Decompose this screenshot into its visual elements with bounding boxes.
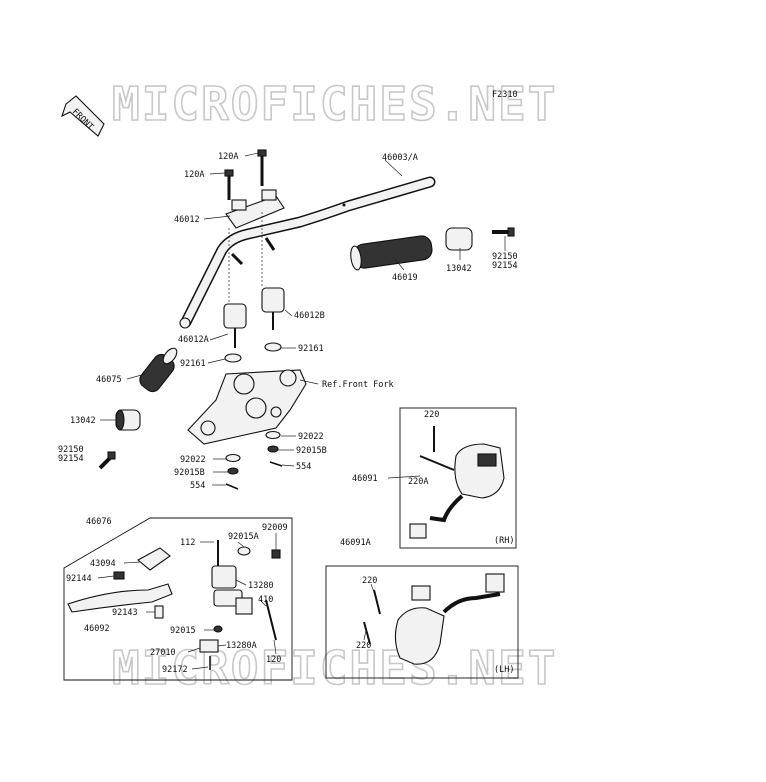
label-lever-assy: 46076 bbox=[86, 517, 112, 527]
lower-holder-left-part bbox=[223, 303, 247, 348]
pin-554-right bbox=[269, 461, 283, 467]
label-bolt-112: 112 bbox=[180, 538, 195, 548]
label-bolt-410: 410 bbox=[258, 595, 273, 605]
washer-92022-left bbox=[225, 453, 241, 463]
label-lh-panel: (LH) bbox=[494, 665, 514, 675]
rh-switch-panel bbox=[399, 407, 517, 549]
lever-holder-part bbox=[211, 565, 253, 615]
label-bolt-left-1: 92150 bbox=[58, 445, 84, 455]
holder-13280a bbox=[199, 639, 219, 653]
lever-part bbox=[67, 547, 173, 613]
lh-switch-housing-part bbox=[394, 573, 505, 665]
label-weight-left: 13042 bbox=[70, 416, 96, 426]
grip-right-part bbox=[350, 235, 433, 271]
leader-lines bbox=[97, 152, 506, 670]
label-120a-1: 120A bbox=[218, 152, 238, 162]
lower-holder-right-part bbox=[261, 287, 285, 330]
label-lever: 46092 bbox=[84, 624, 110, 634]
label-holder-left: 46012A bbox=[178, 335, 209, 345]
part-labels: 120A 120A 46003/A 46012 46019 13042 9215… bbox=[58, 152, 518, 675]
label-nut-92015b-right: 92015B bbox=[296, 446, 327, 456]
label-holder-right: 46012B bbox=[294, 311, 325, 321]
rh-screw-220a bbox=[419, 455, 455, 471]
spring-92144 bbox=[113, 571, 125, 580]
label-spring-92144: 92144 bbox=[66, 574, 92, 584]
label-grip-right: 46019 bbox=[392, 273, 418, 283]
label-washer-92022-right: 92022 bbox=[298, 432, 324, 442]
label-washer-right: 92161 bbox=[298, 344, 324, 354]
lh-screw-220-upper bbox=[373, 589, 381, 615]
label-bolt-120: 120 bbox=[266, 655, 281, 665]
bolt-92009 bbox=[271, 549, 281, 559]
label-collar-92143: 92143 bbox=[112, 608, 138, 618]
label-upper-holder: 46012 bbox=[174, 215, 200, 225]
label-screw-92172: 92172 bbox=[162, 665, 188, 675]
pin-554-left bbox=[225, 483, 239, 490]
bolt-left-icon bbox=[98, 451, 116, 470]
label-pin-554-left: 554 bbox=[190, 481, 205, 491]
nut-92015a bbox=[237, 546, 251, 556]
nut-92015b-left bbox=[227, 467, 239, 475]
watermark-bottom: MICROFICHES.NET bbox=[112, 641, 557, 695]
label-pin-554-right: 554 bbox=[296, 462, 311, 472]
label-nut-92015a: 92015A bbox=[228, 532, 259, 542]
label-ref-fork: Ref.Front Fork bbox=[322, 380, 394, 390]
label-nut-92015b-left: 92015B bbox=[174, 468, 205, 478]
steering-stem-clamp-part bbox=[187, 369, 307, 445]
label-switch-lh: 46091A bbox=[340, 538, 371, 548]
watermark-top: MICROFICHES.NET bbox=[112, 77, 557, 131]
label-switch-rh: 46091 bbox=[352, 474, 378, 484]
washer-92161-left bbox=[224, 353, 242, 363]
front-arrow-icon: FRONT bbox=[61, 95, 105, 137]
washer-92022-right bbox=[265, 430, 281, 440]
label-lh-220-lower: 220 bbox=[356, 641, 371, 651]
upper-holder-part bbox=[225, 189, 285, 229]
lever-panel bbox=[63, 517, 293, 681]
label-washer-92022-left: 92022 bbox=[180, 455, 206, 465]
bolt-right-icon bbox=[492, 227, 515, 237]
label-13280a: 13280A bbox=[226, 641, 257, 651]
nut-92015 bbox=[213, 625, 223, 633]
grip-left-part bbox=[139, 347, 178, 393]
label-rh-220: 220 bbox=[424, 410, 439, 420]
label-handlebar: 46003/A bbox=[382, 153, 418, 163]
handlebar-part bbox=[179, 176, 436, 329]
washer-92161-right bbox=[264, 342, 282, 352]
label-bolt-92009: 92009 bbox=[262, 523, 288, 533]
label-grip-left: 46075 bbox=[96, 375, 122, 385]
label-bolt-left-2: 92154 bbox=[58, 454, 84, 464]
label-bolt-right-2: 92154 bbox=[492, 261, 518, 271]
label-weight-right: 13042 bbox=[446, 264, 472, 274]
label-43094: 43094 bbox=[90, 559, 116, 569]
label-washer-left: 92161 bbox=[180, 359, 206, 369]
figure-code: F2310 bbox=[492, 90, 518, 100]
label-lh-220-upper: 220 bbox=[362, 576, 377, 586]
collar-92143 bbox=[154, 605, 164, 619]
weight-right-part bbox=[445, 227, 473, 251]
label-rh-220a: 220A bbox=[408, 477, 428, 487]
label-13280: 13280 bbox=[248, 581, 274, 591]
label-bolt-right-1: 92150 bbox=[492, 252, 518, 262]
label-rh-panel: (RH) bbox=[494, 536, 514, 546]
bolt-410 bbox=[265, 599, 277, 641]
bolt-120a-icon bbox=[224, 149, 267, 200]
label-27010: 27010 bbox=[150, 648, 176, 658]
lh-screw-220-lower bbox=[363, 621, 371, 645]
lh-switch-panel bbox=[325, 565, 519, 679]
label-nut-92015: 92015 bbox=[170, 626, 196, 636]
weight-left-part bbox=[115, 409, 141, 431]
rh-switch-housing-part bbox=[409, 443, 505, 539]
label-120a-2: 120A bbox=[184, 170, 204, 180]
nut-92015b-right bbox=[267, 445, 279, 453]
